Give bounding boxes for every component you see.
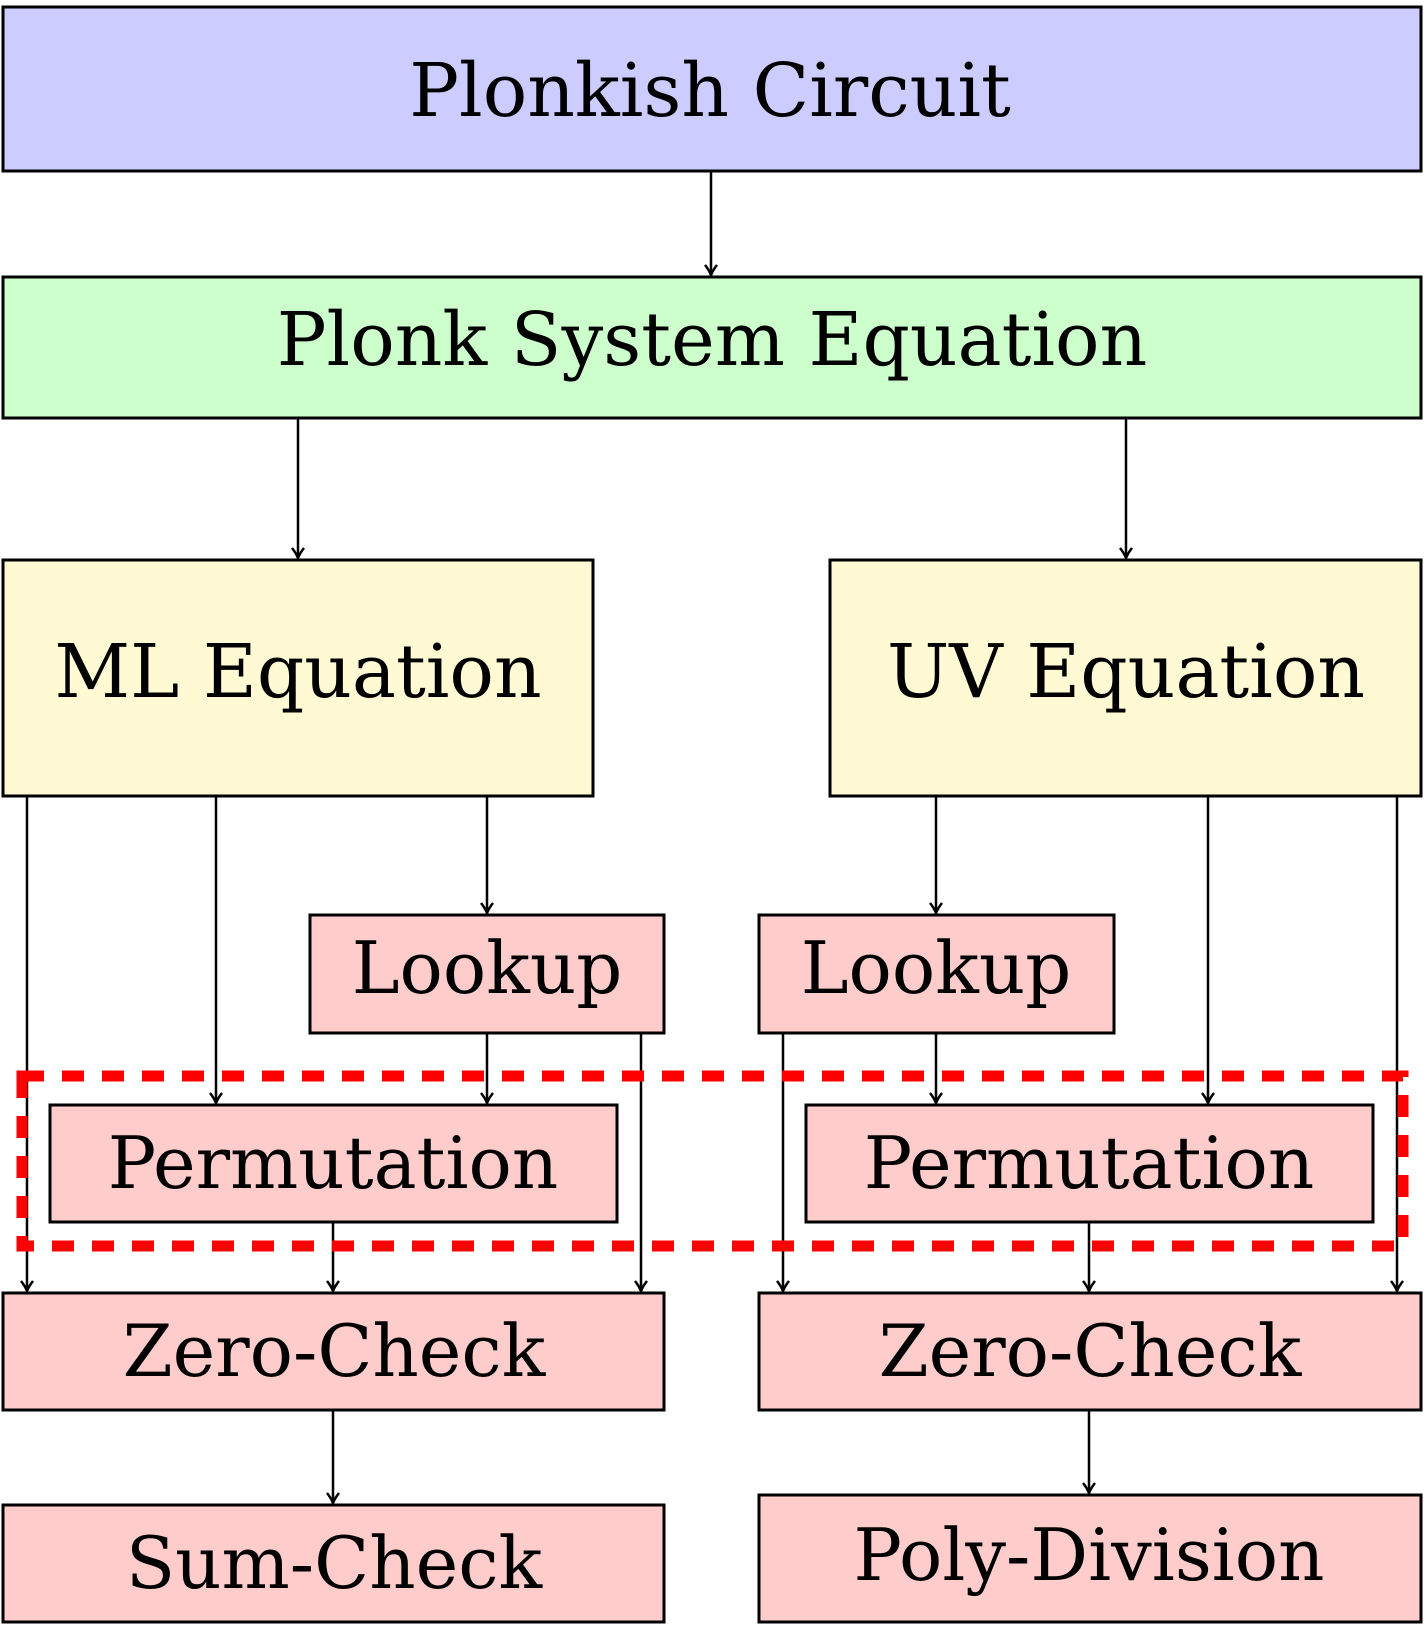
permutation-highlight-box [16,1070,1409,1252]
permutation-right-node: Permutation [804,1103,1375,1224]
sum-check-label: Sum-Check [126,1521,544,1605]
permutation-left-node: Permutation [48,1103,619,1224]
arrows [27,171,1397,1503]
ml-equation-label: ML Equation [54,629,541,715]
zero-check-right-node: Zero-Check [757,1291,1423,1412]
plonk-system-equation-label: Plonk System Equation [277,297,1148,383]
permutation-left-label: Permutation [108,1121,558,1205]
lookup-right-node: Lookup [757,913,1116,1035]
poly-division-label: Poly-Division [853,1513,1324,1597]
zero-check-left-node: Zero-Check [1,1291,666,1412]
uv-equation-node: UV Equation [828,558,1423,798]
permutation-right-label: Permutation [864,1121,1314,1205]
poly-division-node: Poly-Division [757,1493,1423,1624]
zero-check-left-label: Zero-Check [123,1309,547,1393]
plonkish-circuit-node: Plonkish Circuit [1,5,1423,173]
sum-check-node: Sum-Check [1,1503,666,1624]
plonkish-circuit-label: Plonkish Circuit [409,48,1011,134]
plonk-system-equation-node: Plonk System Equation [1,275,1423,420]
lookup-right-label: Lookup [801,926,1072,1010]
lookup-left-label: Lookup [352,926,623,1010]
zero-check-right-label: Zero-Check [879,1309,1303,1393]
lookup-left-node: Lookup [308,913,666,1035]
ml-equation-node: ML Equation [1,558,595,798]
uv-equation-label: UV Equation [887,629,1365,715]
